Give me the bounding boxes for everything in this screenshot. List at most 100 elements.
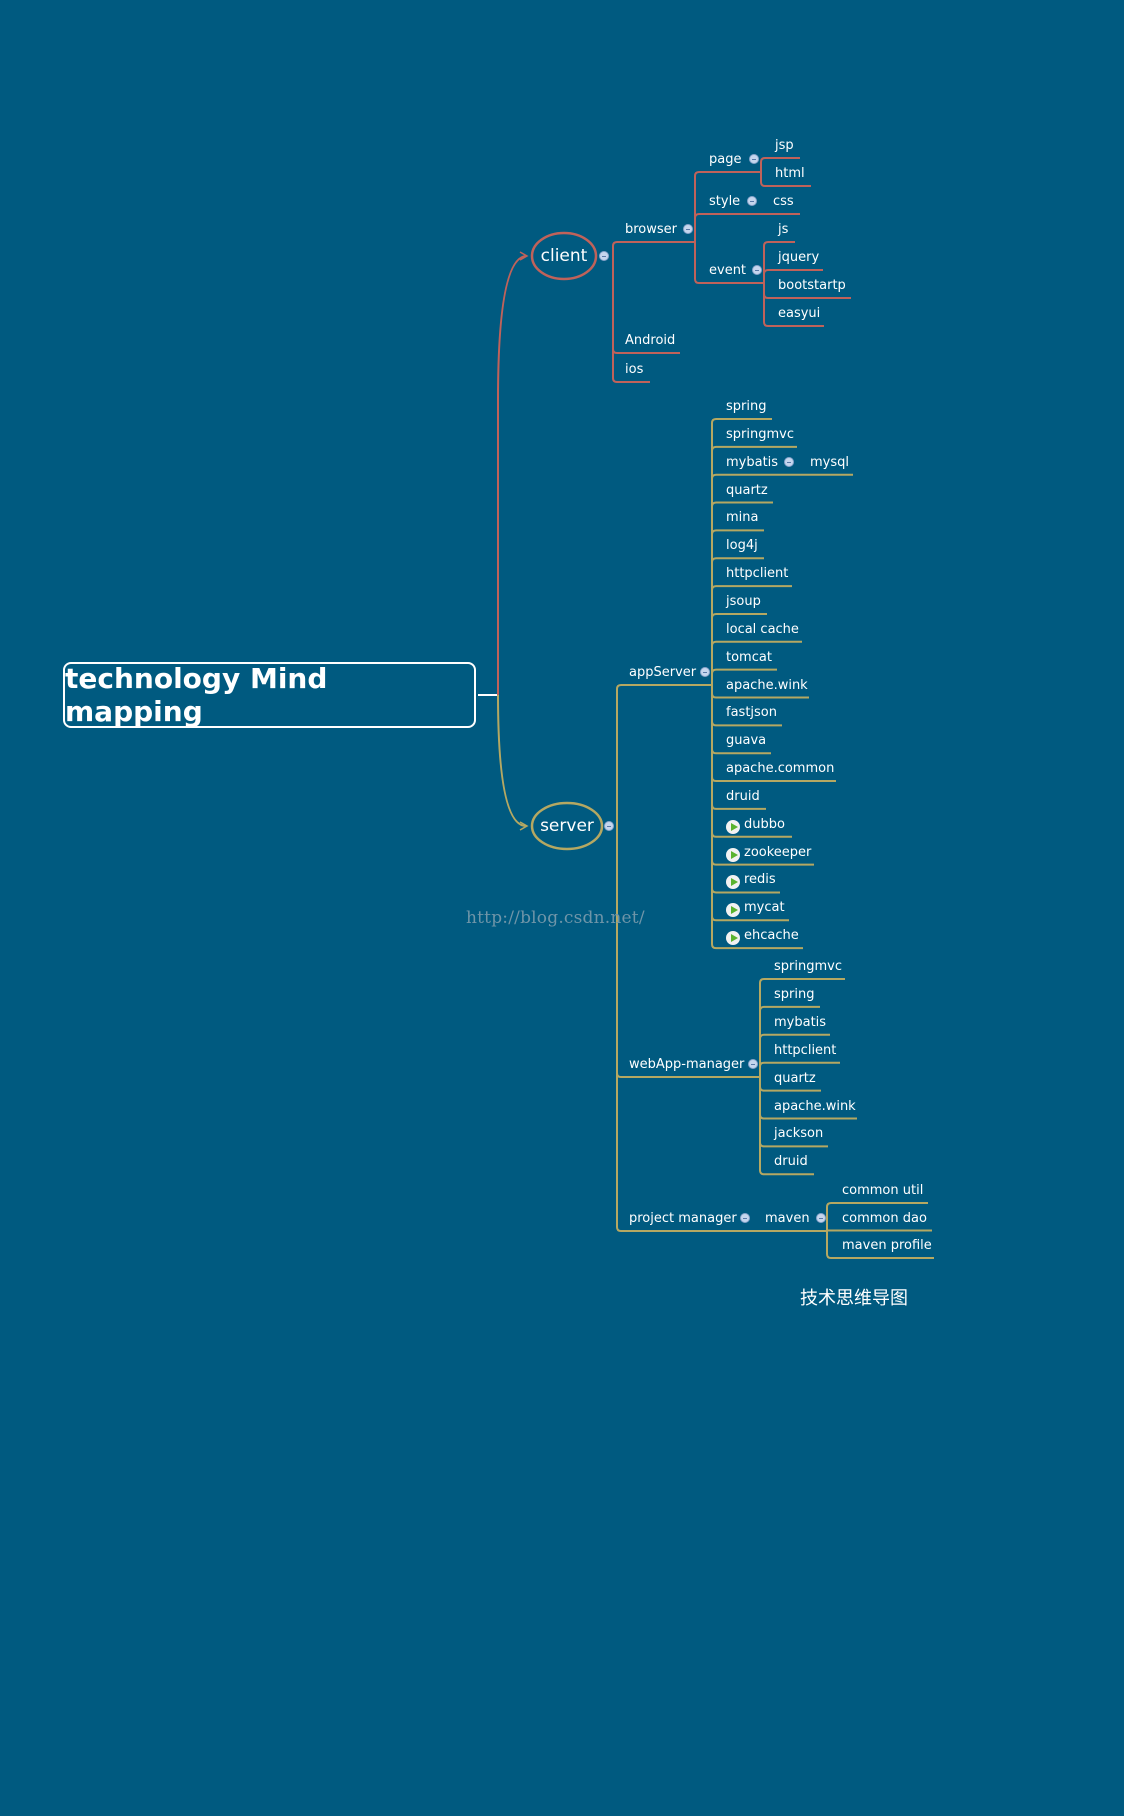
client-topic-label[interactable]: client: [540, 246, 588, 266]
appserver-child-line: [711, 418, 772, 685]
project-manager-branch-line: [616, 826, 827, 1232]
appserver-child-line: [711, 585, 792, 685]
appserver-child-line: [711, 668, 777, 685]
topic-appserver-item[interactable]: apache.common: [726, 761, 835, 777]
page-child-line: [760, 157, 800, 172]
client-arrowhead: [519, 251, 529, 261]
topic-ios[interactable]: ios: [625, 362, 644, 377]
topic-maven-child[interactable]: common util: [842, 1183, 924, 1198]
appserver-child-line: [711, 557, 764, 685]
topic-appserver-item[interactable]: dubbo: [744, 816, 785, 832]
play-icon: [726, 903, 740, 918]
play-icon: [726, 819, 740, 834]
topic-webapp-item[interactable]: httpclient: [774, 1042, 837, 1058]
topic-page[interactable]: page: [709, 152, 742, 167]
client-child-line: [612, 256, 650, 383]
topic-appserver-item[interactable]: druid: [726, 788, 760, 804]
topic-browser[interactable]: browser: [625, 222, 678, 237]
topic-appserver-item[interactable]: redis: [744, 872, 776, 888]
topic-webapp-item[interactable]: druid: [774, 1154, 808, 1170]
topic-appserver-item[interactable]: zookeeper: [744, 844, 812, 860]
topic-appserver-item[interactable]: spring: [726, 399, 767, 414]
topic-webapp-item[interactable]: apache.wink: [774, 1098, 856, 1114]
collapse-toggle-icon[interactable]: [816, 1213, 826, 1223]
page-child-line: [760, 172, 811, 187]
webapp-child-line: [759, 1077, 814, 1176]
webapp-child-line: [759, 1005, 820, 1077]
topic-maven-child[interactable]: common dao: [842, 1210, 927, 1226]
topic-appserver-item[interactable]: log4j: [726, 538, 758, 554]
topic-appserver-item[interactable]: springmvc: [726, 426, 794, 442]
appserver-child-line: [711, 640, 802, 685]
topic-bootstartp[interactable]: bootstartp: [778, 278, 846, 293]
topic-maven[interactable]: maven: [765, 1211, 810, 1226]
topic-maven-child[interactable]: maven profile: [842, 1238, 932, 1253]
caption: 技术思维导图: [800, 1288, 908, 1309]
appserver-branch-line: [616, 684, 712, 826]
appserver-child-line: [711, 501, 773, 685]
topic-webapp-item[interactable]: quartz: [774, 1070, 816, 1086]
topic-appserver-item[interactable]: httpclient: [726, 566, 789, 582]
topic-event[interactable]: event: [709, 263, 747, 278]
topic-android[interactable]: Android: [625, 333, 676, 348]
topic-appserver-item[interactable]: tomcat: [726, 649, 772, 665]
webapp-child-line: [759, 1033, 830, 1077]
topic-jsp[interactable]: jsp: [775, 138, 794, 153]
topic-webapp-item[interactable]: springmvc: [774, 959, 842, 974]
topic-jquery[interactable]: jquery: [778, 250, 820, 265]
topic-appserver-item[interactable]: mycat: [744, 900, 785, 916]
topic-appserver-item[interactable]: guava: [726, 733, 767, 749]
appserver-child-line: [711, 445, 797, 685]
topic-appserver-item[interactable]: mina: [726, 510, 759, 526]
topic-style[interactable]: style: [709, 194, 741, 209]
topic-mysql[interactable]: mysql: [810, 454, 849, 470]
root-to-server-curve: [497, 694, 527, 827]
root-topic[interactable]: technology Mind mapping: [63, 662, 476, 728]
server-topic-label[interactable]: server: [540, 816, 594, 836]
topic-appserver-item[interactable]: quartz: [726, 482, 768, 498]
collapse-toggle-icon[interactable]: [748, 1059, 758, 1069]
topic-project-manager[interactable]: project manager: [629, 1211, 737, 1226]
topic-appserver-item[interactable]: mybatis: [726, 454, 779, 470]
play-icon: [726, 875, 740, 890]
event-child-line: [763, 269, 823, 283]
topic-appserver-item[interactable]: fastjson: [726, 705, 777, 721]
topic-webapp-item[interactable]: jackson: [774, 1126, 824, 1142]
topic-easyui[interactable]: easyui: [778, 306, 821, 321]
server-arrowhead: [519, 821, 529, 831]
client-topic[interactable]: [530, 231, 598, 281]
server-collapse-toggle-icon[interactable]: [604, 821, 614, 831]
topic-css[interactable]: css: [773, 194, 794, 209]
collapse-toggle-icon[interactable]: [752, 265, 762, 275]
topic-webapp-item[interactable]: spring: [774, 986, 815, 1002]
collapse-toggle-icon[interactable]: [749, 154, 759, 164]
collapse-toggle-icon[interactable]: [740, 1213, 750, 1223]
collapse-toggle-icon[interactable]: [700, 667, 710, 677]
server-topic[interactable]: [530, 801, 604, 851]
collapse-toggle-icon[interactable]: [747, 196, 757, 206]
topic-js[interactable]: js: [778, 222, 789, 237]
topic-webapp-item[interactable]: mybatis: [774, 1014, 827, 1030]
topic-appserver-item[interactable]: ehcache: [744, 928, 799, 944]
maven-child-line: [826, 1231, 934, 1259]
topic-webapp-manager[interactable]: webApp-manager: [629, 1057, 745, 1072]
mybatis-collapse-toggle-icon[interactable]: [784, 457, 794, 467]
event-child-line: [763, 283, 824, 327]
play-icon: [726, 931, 740, 946]
topic-appserver-item[interactable]: jsoup: [726, 593, 761, 609]
webapp-child-line: [759, 1061, 840, 1077]
topic-appserver-item[interactable]: apache.wink: [726, 677, 808, 693]
appserver-child-line: [711, 529, 764, 685]
collapse-toggle-icon[interactable]: [683, 224, 693, 234]
maven-child-line: [826, 1202, 928, 1231]
client-collapse-toggle-icon[interactable]: [599, 251, 609, 261]
root-title: technology Mind mapping: [65, 662, 328, 728]
appserver-child-line: [711, 473, 853, 685]
topic-appserver[interactable]: appServer: [629, 665, 697, 680]
style-branch-line: [694, 213, 800, 242]
topic-appserver-item[interactable]: local cache: [726, 621, 799, 637]
topic-html[interactable]: html: [775, 166, 805, 181]
page-branch-line: [694, 171, 761, 242]
browser-branch-line: [612, 241, 695, 256]
